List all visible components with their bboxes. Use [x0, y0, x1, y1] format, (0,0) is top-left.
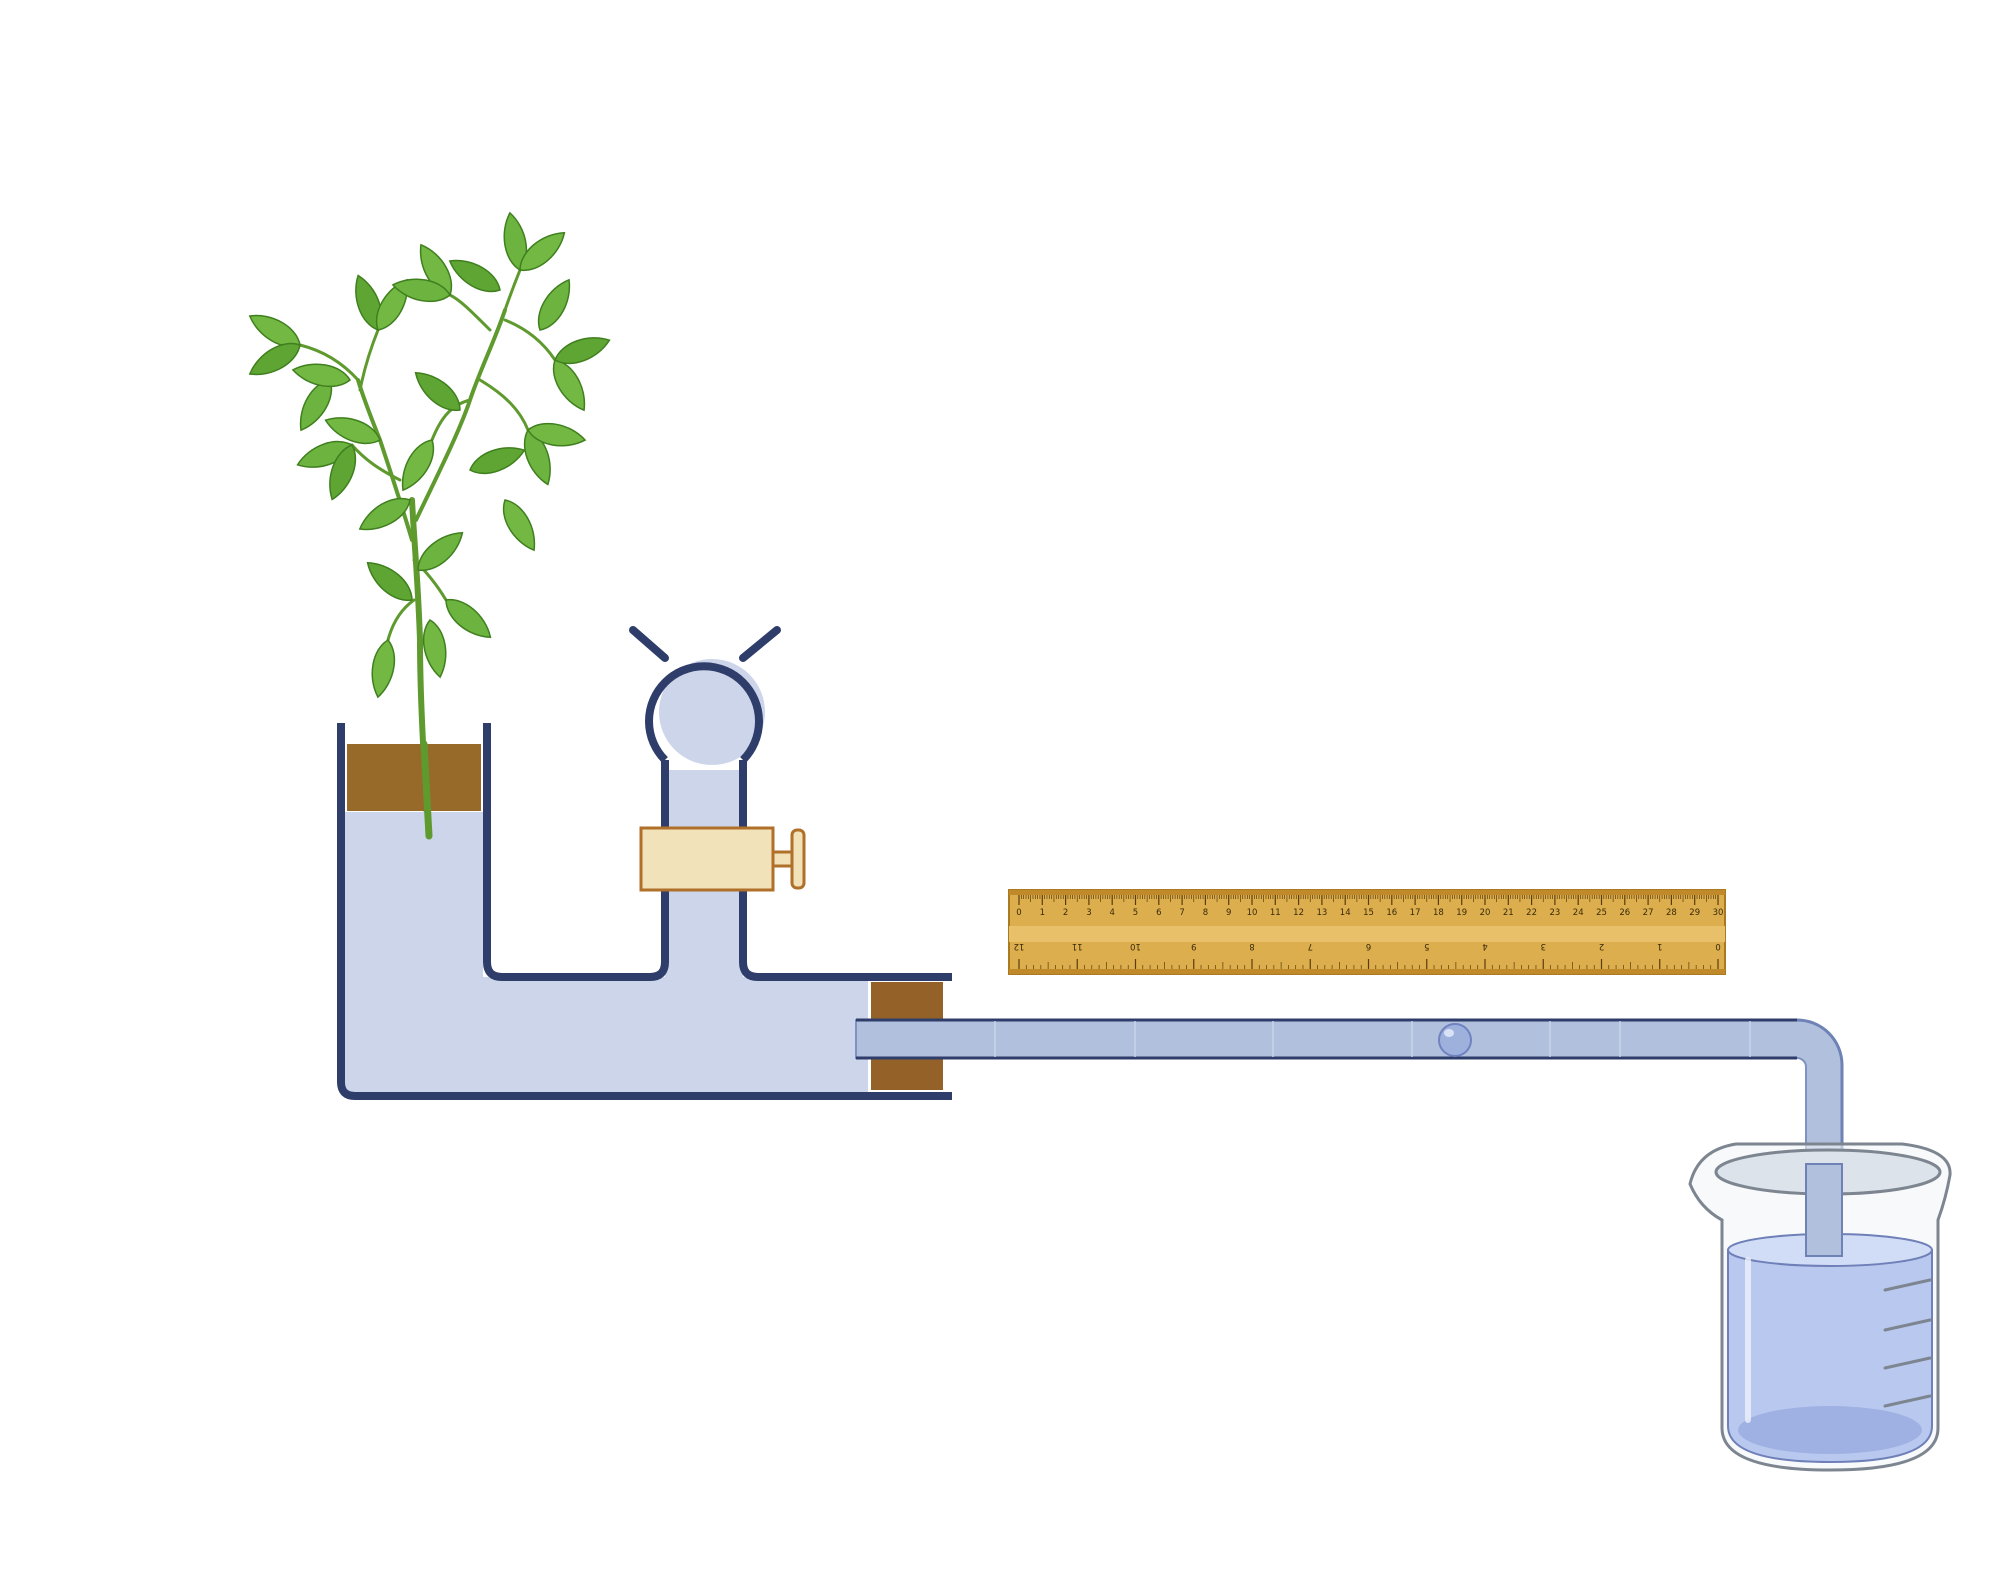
capillary-bend-outline: [1796, 1018, 1844, 1180]
screw-clip-knob[interactable]: [790, 828, 806, 890]
capillary-segment-marks: [994, 1021, 1751, 1057]
stem-in-soil: [420, 740, 433, 840]
ruler-top-label: 2: [1063, 908, 1068, 918]
air-bubble: [1438, 1023, 1472, 1057]
ruler-top-label: 16: [1386, 908, 1397, 918]
ruler-bottom-label: 1: [1657, 941, 1662, 951]
screw-clip[interactable]: [639, 826, 806, 892]
ruler-bottom-label: 11: [1072, 941, 1083, 951]
plant-leaves: [248, 211, 611, 699]
water-fill: [345, 770, 868, 1092]
ruler-top-label: 27: [1643, 908, 1654, 918]
ruler-top-label: 18: [1433, 908, 1444, 918]
screw-clip-shaft: [771, 850, 795, 868]
capillary-in-beaker: [1805, 1163, 1843, 1257]
ruler-top-label: 8: [1203, 908, 1208, 918]
apparatus-outline: [337, 626, 952, 1100]
ruler-top-label: 26: [1619, 908, 1630, 918]
ruler-top-label: 13: [1316, 908, 1327, 918]
ruler-bottom-label: 2: [1599, 941, 1604, 951]
capillary-tube: [855, 1018, 1844, 1251]
ruler-bottom-label: 8: [1249, 941, 1254, 951]
ruler-top-label: 10: [1247, 908, 1258, 918]
ruler-bottom-label: 5: [1424, 941, 1429, 951]
ruler-bottom-label: 3: [1541, 941, 1546, 951]
screw-clip-body: [639, 826, 775, 892]
ruler-top-label: 9: [1226, 908, 1231, 918]
ruler-top-label: 5: [1133, 908, 1138, 918]
ruler-top-label: 14: [1340, 908, 1351, 918]
ruler-bottom-edge: [1009, 969, 1725, 974]
ruler-top-label: 28: [1666, 908, 1677, 918]
reservoir-bulb-water: [659, 659, 765, 765]
ruler-top-edge: [1009, 890, 1725, 895]
ruler-top-label: 19: [1456, 908, 1467, 918]
ruler-bottom-label: 12: [1014, 941, 1025, 951]
ruler-top-label: 6: [1156, 908, 1161, 918]
ruler-middle-band: [1009, 926, 1725, 942]
ruler-top-label: 25: [1596, 908, 1607, 918]
ruler-bottom-label: 10: [1130, 941, 1141, 951]
ruler-top-label: 22: [1526, 908, 1537, 918]
ruler-top-label: 30: [1713, 908, 1724, 918]
ruler-top-label: 17: [1410, 908, 1421, 918]
beaker: [1688, 1142, 1952, 1472]
ruler-top-label: 3: [1086, 908, 1091, 918]
ruler-top-label: 7: [1179, 908, 1184, 918]
ruler-top-label: 12: [1293, 908, 1304, 918]
ruler-top-label: 4: [1109, 908, 1114, 918]
plant-shoot: [248, 211, 611, 841]
capillary-tube-fill: [855, 1019, 1843, 1251]
beaker-graduations: [1883, 1278, 1932, 1408]
ruler-top-label: 1: [1040, 908, 1045, 918]
ruler-bottom-label: 9: [1191, 941, 1196, 951]
ruler-top-label: 0: [1016, 908, 1021, 918]
ruler-top-label: 15: [1363, 908, 1374, 918]
ruler-top-label: 24: [1573, 908, 1584, 918]
soil-plug: [347, 744, 481, 811]
ruler-top-label: 29: [1689, 908, 1700, 918]
ruler-bottom-label: 6: [1366, 941, 1371, 951]
air-bubble-highlight: [1444, 1029, 1454, 1037]
ruler-bottom-label: 0: [1715, 941, 1720, 951]
beaker-base-shadow: [1738, 1406, 1922, 1454]
ruler-top-label: 23: [1549, 908, 1560, 918]
ruler-top-label: 20: [1480, 908, 1491, 918]
ruler-bottom-label: 7: [1308, 941, 1313, 951]
ruler-ticks: [1018, 895, 1719, 969]
ruler-top-label: 21: [1503, 908, 1514, 918]
ruler-top-label: 11: [1270, 908, 1281, 918]
ruler-bottom-label: 4: [1482, 941, 1487, 951]
